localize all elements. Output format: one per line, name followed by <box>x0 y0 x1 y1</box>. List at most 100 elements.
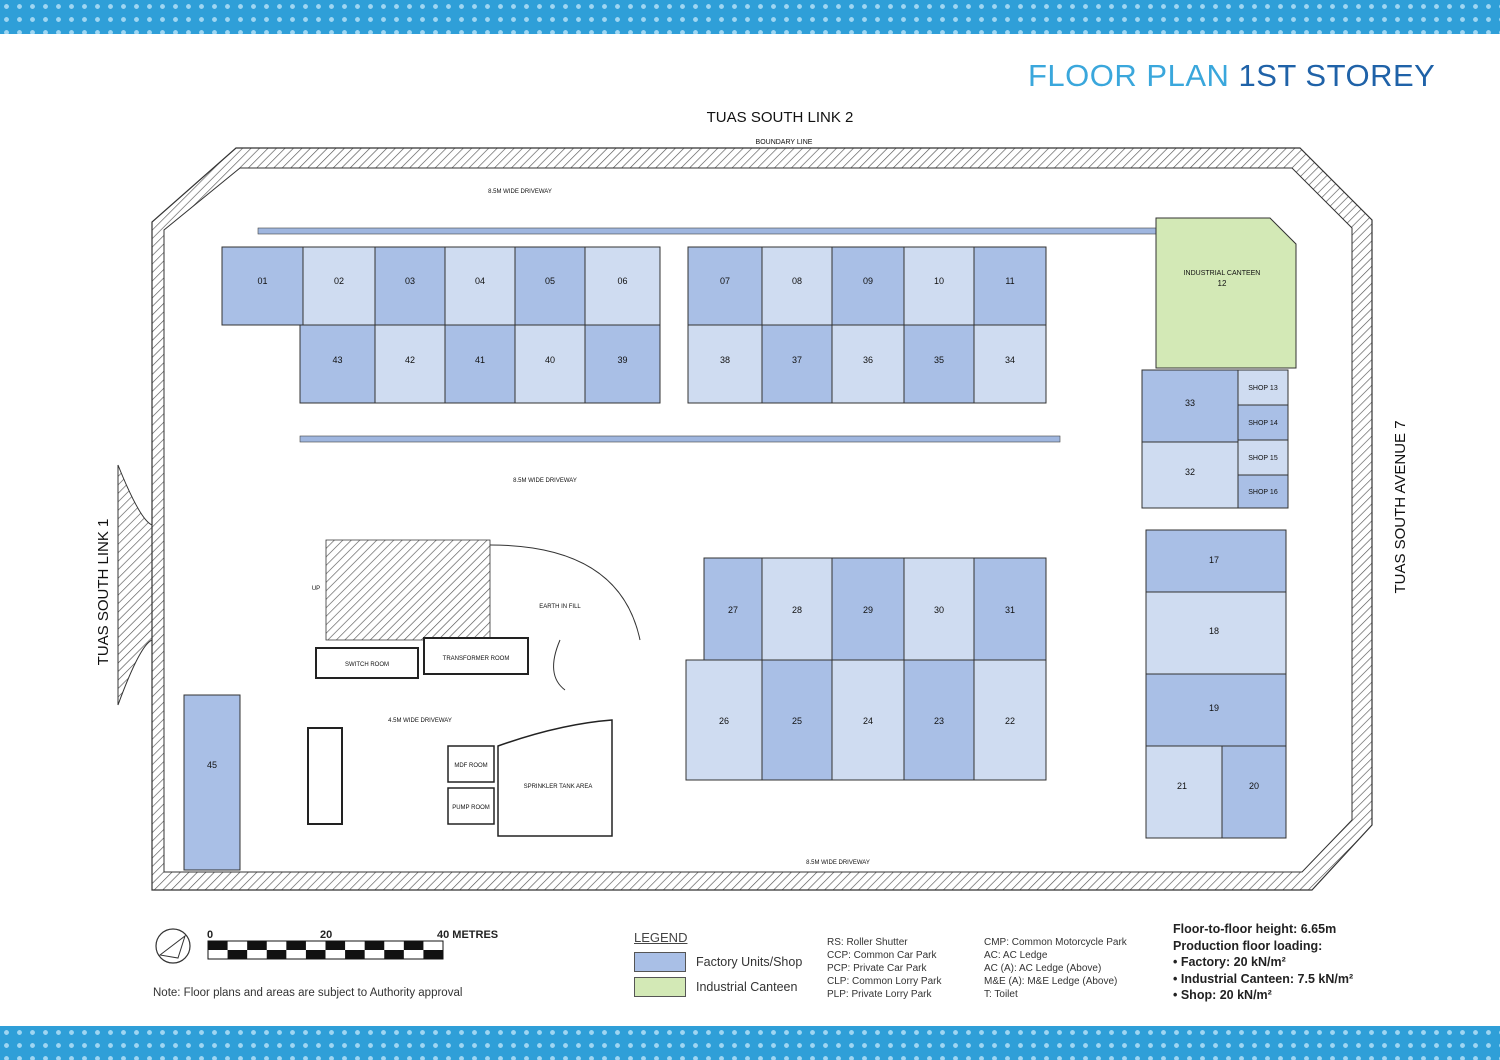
unit-19 <box>1145 673 1287 747</box>
unit-02 <box>302 246 376 326</box>
shop-16-label: SHOP 16 <box>1248 489 1278 496</box>
unit-37-label: 37 <box>792 355 802 365</box>
transformer-room-2-box <box>307 727 343 825</box>
unit-34 <box>973 324 1047 404</box>
driveway-mid-label: 8.5M WIDE DRIVEWAY <box>513 478 577 484</box>
unit-34-label: 34 <box>1005 355 1015 365</box>
abbr-ccp: CCP: Common Car Park <box>827 950 937 961</box>
driveway-inner-label: 4.5M WIDE DRIVEWAY <box>388 718 452 724</box>
unit-28-label: 28 <box>792 605 802 615</box>
unit-36 <box>831 324 905 404</box>
unit-33-label: 33 <box>1185 398 1195 408</box>
unit-36-label: 36 <box>863 355 873 365</box>
unit-45 <box>183 694 241 871</box>
north-arrow-needle-icon <box>158 934 186 959</box>
unit-17-label: 17 <box>1209 555 1219 565</box>
unit-43 <box>299 324 376 404</box>
specifications: Floor-to-floor height: 6.65m Production … <box>1173 921 1353 1004</box>
unit-10 <box>903 246 975 326</box>
switch-room-label: SWITCH ROOM <box>345 662 389 668</box>
unit-05 <box>514 246 586 326</box>
scale-segment <box>403 941 424 950</box>
unit-01 <box>221 246 304 326</box>
unit-45-label: 45 <box>207 760 217 770</box>
shop-16-unit <box>1237 474 1289 509</box>
unit-09-label: 09 <box>863 276 873 286</box>
mdf-room-label: MDF ROOM <box>454 763 487 769</box>
unit-02-label: 02 <box>334 276 344 286</box>
unit-41-label: 41 <box>475 355 485 365</box>
legend-label-factory: Factory Units/Shop <box>696 955 803 969</box>
unit-27 <box>703 557 763 661</box>
scale-zero-label: 0 <box>207 929 214 941</box>
unit-33 <box>1141 369 1239 443</box>
top-decorative-band <box>0 0 1500 34</box>
scale-segment <box>247 941 267 950</box>
unit-21-label: 21 <box>1177 781 1187 791</box>
road-east-label: TUAS SOUTH AVENUE 7 <box>1392 420 1409 593</box>
abbreviations-col1: RS: Roller Shutter CCP: Common Car Park … <box>827 936 941 1001</box>
unit-20 <box>1221 745 1287 839</box>
canteen-unit <box>1155 217 1297 369</box>
scale-segment <box>364 941 385 950</box>
title-storey: 1ST STOREY <box>1238 58 1436 93</box>
unit-24-label: 24 <box>863 716 873 726</box>
unit-29 <box>831 557 905 661</box>
page-title: FLOOR PLAN 1ST STOREY <box>1028 58 1435 94</box>
spec-factory: • Factory: 20 kN/m² <box>1173 955 1286 969</box>
abbr-clp: CLP: Common Lorry Park <box>827 976 942 987</box>
unit-43-label: 43 <box>332 355 342 365</box>
pump-room-label: PUMP ROOM <box>452 805 490 811</box>
scale-segment <box>305 950 326 959</box>
canteen-label: INDUSTRIAL CANTEEN <box>1184 270 1261 277</box>
spec-shop: • Shop: 20 kN/m² <box>1173 988 1272 1002</box>
unit-21 <box>1145 745 1223 839</box>
driveway-top-label: 8.5M WIDE DRIVEWAY <box>488 189 552 195</box>
scale-segment <box>325 941 346 950</box>
pump-room-box <box>447 787 495 825</box>
unit-35-label: 35 <box>934 355 944 365</box>
abbreviations-col2: CMP: Common Motorcycle Park AC: AC Ledge… <box>984 936 1127 1001</box>
mid-driveway-strip <box>299 435 1061 443</box>
center-units-row-bottom: 26 25 24 23 22 <box>685 659 1047 781</box>
spec-loading: Production floor loading: <box>1173 938 1323 953</box>
unit-42 <box>374 324 446 404</box>
legend-label-canteen: Industrial Canteen <box>696 980 798 994</box>
unit-22-label: 22 <box>1005 716 1015 726</box>
unit-06-label: 06 <box>617 276 627 286</box>
unit-09 <box>831 246 905 326</box>
unit-32-label: 32 <box>1185 467 1195 477</box>
unit-27-label: 27 <box>728 605 738 615</box>
unit-08 <box>761 246 833 326</box>
unit-38-label: 38 <box>720 355 730 365</box>
unit-10-label: 10 <box>934 276 944 286</box>
west-entrance-ramp <box>117 464 153 706</box>
shop-15-unit <box>1237 439 1289 476</box>
unit-28 <box>761 557 833 661</box>
unit-26-label: 26 <box>719 716 729 726</box>
unit-37 <box>761 324 833 404</box>
bottom-decorative-band <box>0 1026 1500 1060</box>
shop-13-unit <box>1237 369 1289 406</box>
earth-fill-label: EARTH IN FILL <box>539 604 581 610</box>
road-west-label: TUAS SOUTH LINK 1 <box>95 519 112 666</box>
unit-24 <box>831 659 905 781</box>
unit-25-label: 25 <box>792 716 802 726</box>
ramp-up-label: UP <box>312 586 320 592</box>
unit-31-label: 31 <box>1005 605 1015 615</box>
unit-19-label: 19 <box>1209 703 1219 713</box>
unit-40-label: 40 <box>545 355 555 365</box>
abbr-plp: PLP: Private Lorry Park <box>827 989 932 1000</box>
unit-26 <box>685 659 763 781</box>
scale-end-label: 40 METRES <box>437 929 499 941</box>
unit-38 <box>687 324 763 404</box>
unit-07 <box>687 246 763 326</box>
unit-23-label: 23 <box>934 716 944 726</box>
unit-30-label: 30 <box>934 605 944 615</box>
unit-39 <box>584 324 661 404</box>
title-floor-plan: FLOOR PLAN <box>1028 58 1230 93</box>
